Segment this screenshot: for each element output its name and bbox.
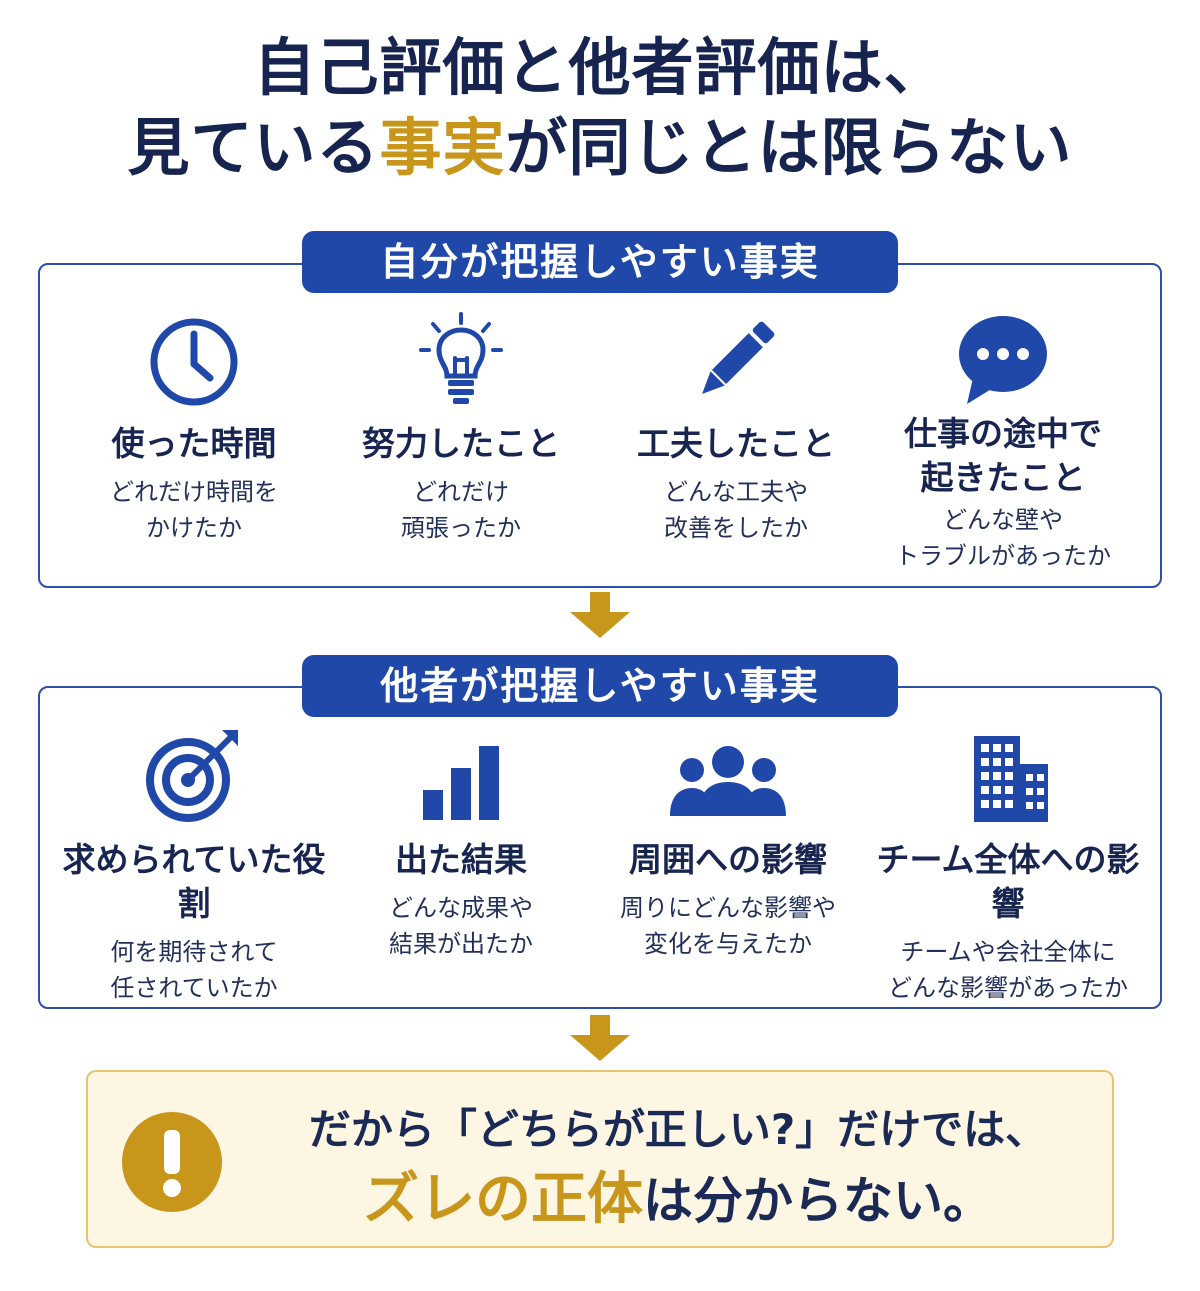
item-title: 出た結果 [395,840,527,879]
exclamation-icon [122,1112,222,1212]
other-item-influence: 周囲への影響 周りにどんな影響や 変化を与えたか [590,724,866,962]
self-item-events: 仕事の途中で 起きたこと どんな壁や トラブルがあったか [865,310,1141,574]
item-description: どれだけ時間を かけたか [110,478,278,542]
other-item-team-impact: チーム全体への影響 チームや会社全体に どんな影響があったか [865,724,1151,1006]
item-title: 求められていた役割 [62,840,326,923]
conclusion-line-1: だから「どちらが正しい?」だけでは、 [308,1105,1048,1154]
conclusion-box: だから「どちらが正しい?」だけでは、 ズレの正体は分からない。 [86,1070,1114,1248]
item-title: 工夫したこと [637,424,835,463]
target-icon [146,730,238,822]
conclusion-line-2-b: は分からない。 [643,1172,993,1230]
lightbulb-icon [419,312,503,404]
item-title: 使った時間 [111,424,277,463]
other-item-results: 出た結果 どんな成果や 結果が出たか [323,724,599,962]
people-icon [670,746,786,816]
item-description: 周りにどんな影響や 変化を与えたか [620,894,836,958]
bar-chart-icon [423,746,499,820]
conclusion-text: だから「どちらが正しい?」だけでは、 ズレの正体は分からない。 [258,1100,1098,1237]
item-description: どんな工夫や 改善をしたか [664,478,808,542]
self-facts-panel [38,263,1162,588]
item-description: どれだけ 頑張ったか [401,478,521,542]
title-line-2-pre: 見ている [127,111,380,184]
item-title: 努力したこと [362,424,560,463]
other-item-role: 求められていた役割 何を期待されて 任されていたか [56,724,332,1006]
item-description: どんな壁や トラブルがあったか [895,506,1111,570]
self-item-time: 使った時間 どれだけ時間を かけたか [56,310,332,546]
page-title: 自己評価と他者評価は、 見ている事実が同じとは限らない [0,28,1200,188]
title-highlight: 事実 [379,111,506,184]
building-icon [974,736,1048,822]
item-description: 何を期待されて 任されていたか [110,938,278,1002]
other-facts-label: 他者が把握しやすい事実 [302,655,898,717]
item-title: 仕事の途中で 起きたこと [904,414,1102,497]
self-facts-label: 自分が把握しやすい事実 [302,231,898,293]
title-line-2-post: が同じとは限らない [505,111,1073,184]
clock-icon [150,318,238,406]
item-description: チームや会社全体に どんな影響があったか [888,938,1128,1002]
conclusion-line-2: ズレの正体は分からない。 [258,1164,1098,1237]
item-description: どんな成果や 結果が出たか [389,894,533,958]
self-item-effort: 努力したこと どれだけ 頑張ったか [323,310,599,546]
title-line-1: 自己評価と他者評価は、 [253,31,947,104]
pencil-icon [702,321,775,394]
down-arrow-icon [570,592,630,638]
down-arrow-icon [570,1015,630,1061]
self-item-ingenuity: 工夫したこと どんな工夫や 改善をしたか [598,310,874,546]
speech-bubble-icon [959,316,1047,404]
conclusion-highlight: 正体 [531,1167,643,1232]
title-line-2: 見ている事実が同じとは限らない [0,108,1200,188]
conclusion-line-2-a: ズレの [363,1167,531,1232]
item-title: 周囲への影響 [629,840,827,879]
item-title: チーム全体への影響 [876,840,1140,923]
